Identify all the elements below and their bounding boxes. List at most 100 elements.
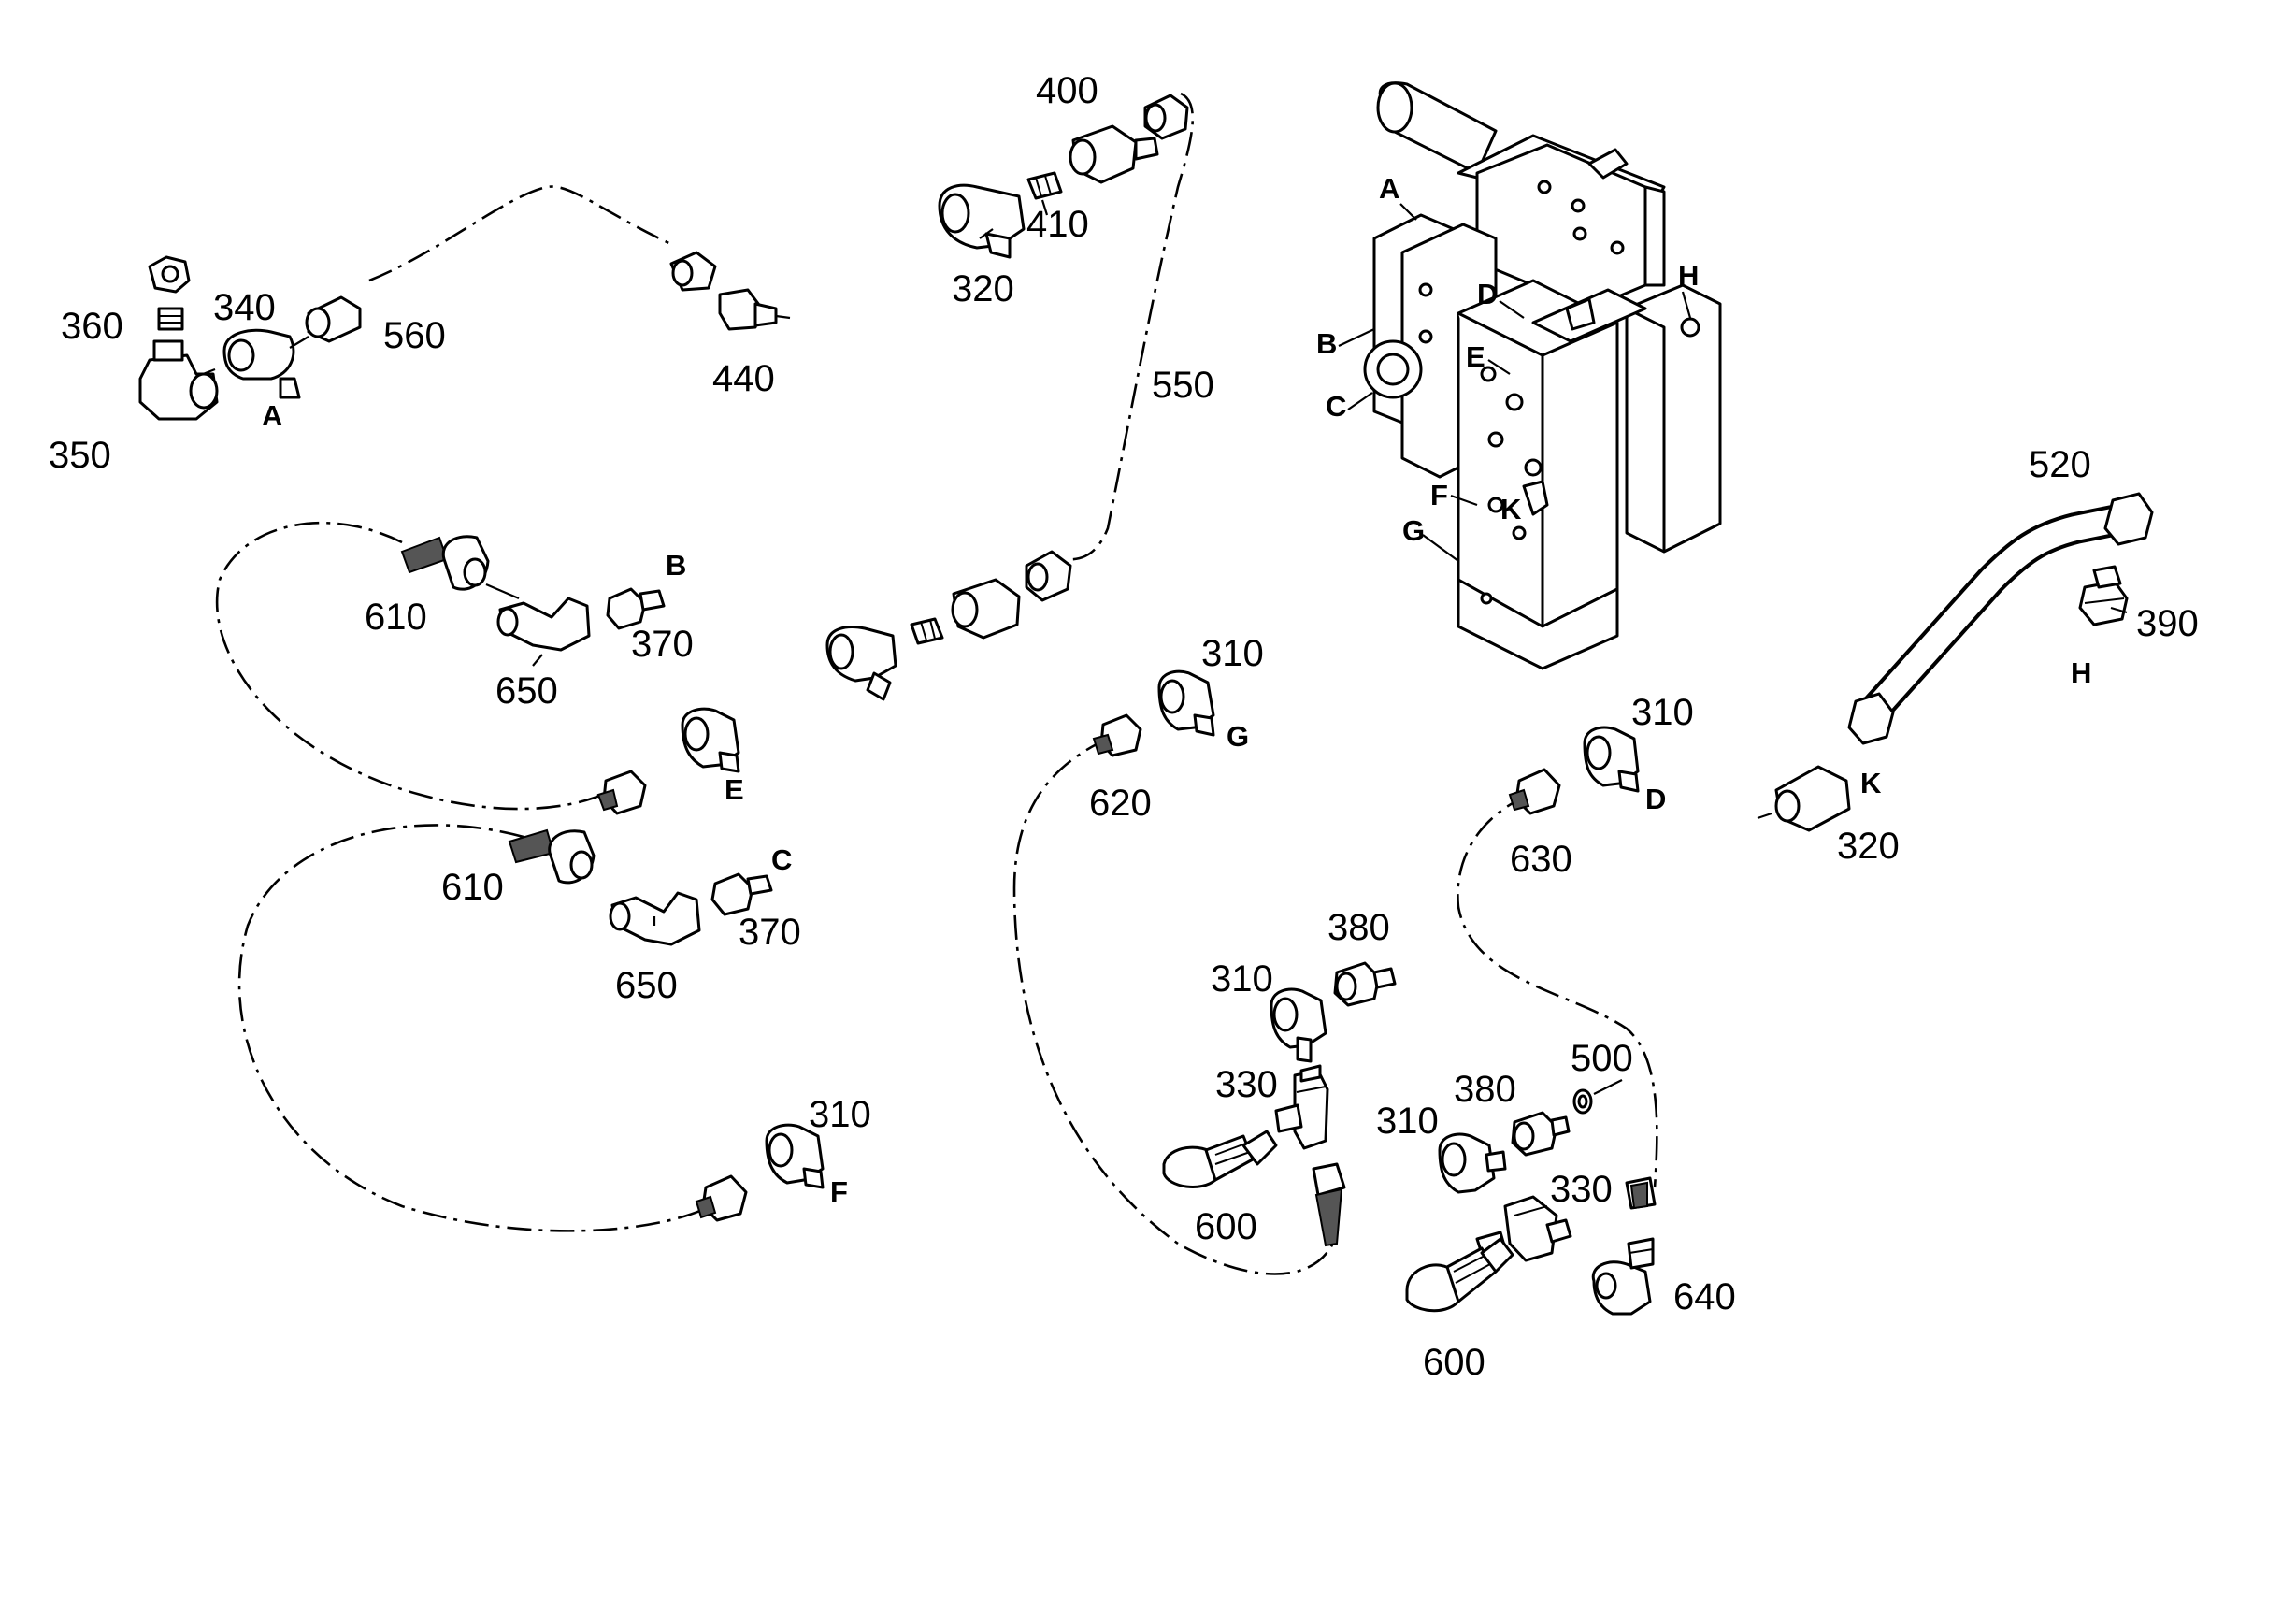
fitting-400-union xyxy=(1069,124,1159,184)
port-label-g-block: G xyxy=(1402,514,1425,547)
callout-610-upper: 610 xyxy=(365,597,427,638)
callout-320-upper: 320 xyxy=(952,268,1014,309)
callout-610-lower: 610 xyxy=(441,867,504,908)
fitting-310-e xyxy=(681,707,740,773)
fitting-310-d xyxy=(1583,726,1640,793)
port-label-c-fitting: C xyxy=(771,843,792,876)
port-label-d-fitting: D xyxy=(1645,783,1666,815)
fitting-370-upper xyxy=(606,587,666,630)
fitting-380-upper xyxy=(1333,961,1397,1007)
fitting-340-tee xyxy=(197,328,309,399)
fitting-650-elbow-lower xyxy=(609,891,701,946)
port-label-c-block: C xyxy=(1326,390,1346,423)
fitting-310-f xyxy=(765,1123,825,1189)
washer-500 xyxy=(1572,1079,1623,1115)
fitting-370-lower xyxy=(710,872,773,916)
line-610-upper-hose xyxy=(215,521,627,811)
port-label-f-fitting: F xyxy=(830,1175,848,1208)
callout-410: 410 xyxy=(1026,204,1089,245)
port-label-e-block: E xyxy=(1466,340,1485,373)
hose-610-upper-end xyxy=(400,535,490,591)
port-label-h-fitting: H xyxy=(2071,656,2091,689)
callout-380-upper: 380 xyxy=(1327,907,1390,948)
fitting-630-nut xyxy=(1508,768,1561,815)
callout-310-mid: 310 xyxy=(1211,958,1273,1000)
fitting-410-nipple xyxy=(1026,171,1063,200)
port-label-e-fitting: E xyxy=(725,773,744,806)
fitting-390 xyxy=(2078,565,2129,626)
port-label-b-fitting: B xyxy=(666,549,686,582)
fitting-650-elbow-upper xyxy=(496,597,591,652)
port-label-a-fitting: A xyxy=(262,399,282,432)
part-callouts: 360 340 350 560 440 400 410 320 550 610 … xyxy=(49,70,2199,1383)
fitting-310-mid xyxy=(1270,987,1327,1063)
fitting-620-nut xyxy=(1092,713,1142,757)
callout-600-upper: 600 xyxy=(1195,1206,1257,1247)
line-550-pipe xyxy=(1065,92,1195,561)
fitting-400-nut-top xyxy=(1143,94,1189,140)
callout-310-d: 310 xyxy=(1631,692,1694,733)
fitting-560-nut xyxy=(305,295,362,343)
port-label-h-block: H xyxy=(1678,259,1699,292)
callout-390: 390 xyxy=(2136,603,2199,644)
valve-600-upper xyxy=(1162,1130,1278,1188)
fitting-310-lower-right xyxy=(1438,1132,1507,1194)
callout-310-lower-right: 310 xyxy=(1376,1101,1439,1142)
callout-330-lower: 330 xyxy=(1550,1169,1613,1210)
port-label-g-fitting: G xyxy=(1227,720,1249,753)
callout-360: 360 xyxy=(61,306,123,347)
fitting-330-tee-upper xyxy=(1274,1064,1329,1150)
line-560-hose xyxy=(368,185,674,282)
fitting-350-elbow xyxy=(138,339,219,421)
callout-380-lower: 380 xyxy=(1454,1069,1516,1110)
port-label-k-block: K xyxy=(1500,493,1522,525)
callout-350: 350 xyxy=(49,435,111,476)
fitting-e-nut xyxy=(596,770,647,815)
callout-340: 340 xyxy=(213,287,276,328)
callout-600-lower: 600 xyxy=(1423,1342,1485,1383)
hose-600-end xyxy=(1312,1162,1346,1247)
callout-400: 400 xyxy=(1036,70,1098,111)
callout-650-upper: 650 xyxy=(495,670,558,712)
port-label-k-fitting: K xyxy=(1860,767,1882,799)
callout-640: 640 xyxy=(1673,1276,1736,1317)
line-610-lower-hose xyxy=(237,824,711,1232)
fitting-440-connector xyxy=(669,251,791,331)
port-letters: A B E C F G D H K A B C D E F K G H xyxy=(262,172,2091,1208)
callout-330-upper: 330 xyxy=(1215,1064,1278,1105)
port-label-d-block: D xyxy=(1477,278,1498,310)
callout-620: 620 xyxy=(1089,783,1152,824)
callout-560: 560 xyxy=(383,315,446,356)
callout-310-g: 310 xyxy=(1201,633,1264,674)
fitting-310-g xyxy=(1157,669,1215,737)
callout-630: 630 xyxy=(1510,839,1572,880)
tube-520 xyxy=(1847,492,2154,745)
port-label-f-block: F xyxy=(1430,479,1448,511)
callout-310-f: 310 xyxy=(809,1094,871,1135)
fitting-f-nut xyxy=(695,1174,748,1222)
callout-370-lower: 370 xyxy=(739,912,801,953)
valve-600-lower xyxy=(1405,1237,1514,1313)
line-620-hose xyxy=(1012,737,1339,1275)
callout-370-upper: 370 xyxy=(631,624,694,665)
fitting-550-elbow-lower xyxy=(825,626,897,701)
fitting-360-nut xyxy=(148,255,191,331)
fitting-550-nut-lower xyxy=(1025,550,1072,602)
callout-650-lower: 650 xyxy=(615,965,678,1006)
fitting-640-elbow xyxy=(1591,1176,1657,1316)
block-letter-leaders xyxy=(1338,203,1692,562)
callout-550: 550 xyxy=(1152,365,1214,406)
callout-leaders xyxy=(485,199,2128,926)
port-label-a-block: A xyxy=(1379,172,1399,205)
fitting-550-nipple-lower xyxy=(910,617,944,645)
callout-520: 520 xyxy=(2029,444,2091,485)
hose-610-lower-end xyxy=(508,828,596,885)
callout-500: 500 xyxy=(1571,1038,1633,1079)
fitting-380-lower xyxy=(1511,1111,1571,1157)
fitting-320-lower xyxy=(1757,765,1851,832)
fitting-550-union-lower xyxy=(951,578,1021,640)
port-label-b-block: B xyxy=(1316,327,1337,360)
fitting-320-elbow-upper xyxy=(938,183,1026,259)
valve-block-assembly xyxy=(1363,81,1722,670)
